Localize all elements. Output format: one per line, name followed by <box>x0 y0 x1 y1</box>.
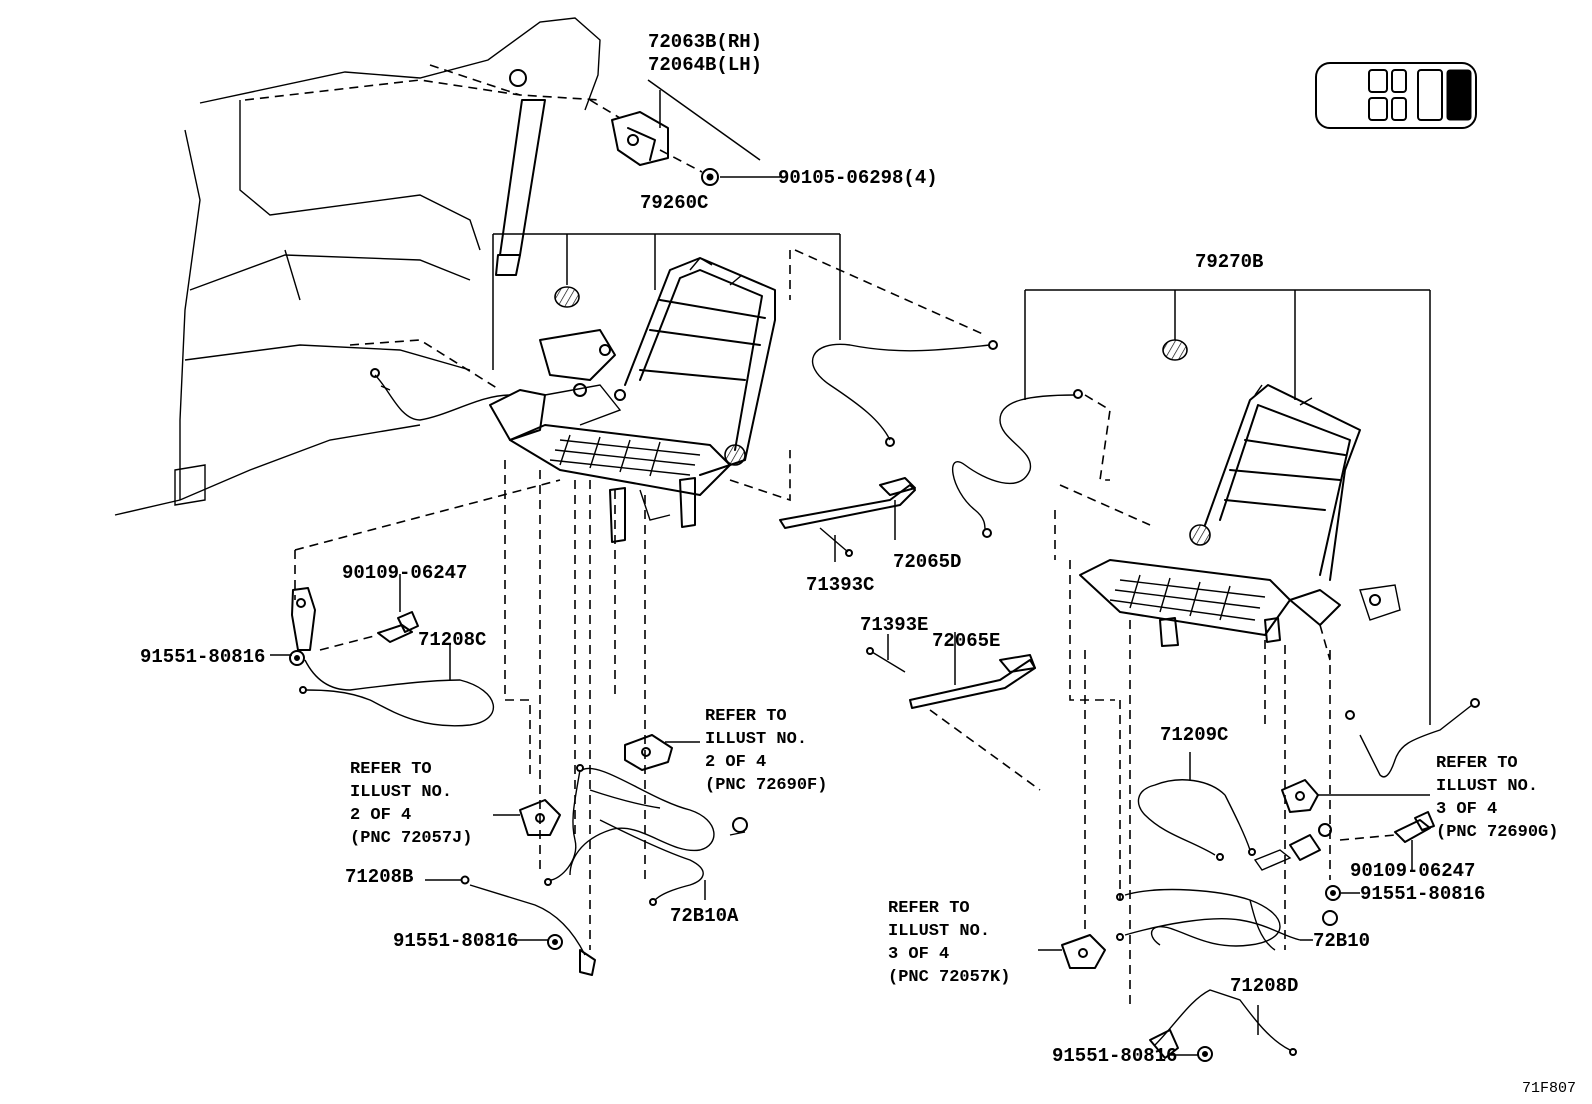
ref-72690F-line4: (PNC 72690F) <box>705 776 827 795</box>
label-71208D: 71208D <box>1230 975 1298 997</box>
diagram-code: 71F807 <box>1522 1080 1576 1097</box>
label-90109-06247-right: 90109-06247 <box>1350 860 1475 882</box>
ref-72690G-line1: REFER TO <box>1436 754 1518 773</box>
label-79270B: 79270B <box>1195 251 1263 273</box>
screw-91551-80816-left-upper <box>289 650 305 666</box>
cable-71208B <box>425 875 596 976</box>
label-79260C: 79260C <box>640 192 708 214</box>
vehicle-body-outline <box>114 17 601 516</box>
label-72B10A: 72B10A <box>670 905 739 927</box>
ref-72057K-line4: (PNC 72057K) <box>888 968 1010 987</box>
seat-rail-72065D <box>779 477 916 540</box>
screw-91551-80816-right-upper <box>1325 885 1360 901</box>
clip-left-harness-icon <box>729 817 748 836</box>
cable-71208C <box>299 645 495 727</box>
cable-71209C <box>1137 752 1256 861</box>
assembly-guide-lines-left <box>294 249 986 950</box>
ref-72057J-line4: (PNC 72057J) <box>350 829 472 848</box>
label-72065D: 72065D <box>893 551 961 573</box>
bolt-90105-06298 <box>659 149 780 186</box>
label-72065E: 72065E <box>932 630 1000 652</box>
ref-72057J-line2: ILLUST NO. <box>350 783 452 802</box>
label-91551-80816-right-lower: 91551-80816 <box>1052 1045 1177 1067</box>
vehicle-seat-locator-icon <box>1315 62 1477 129</box>
seat-cable-upper-center <box>811 340 998 447</box>
ref-72690F-line3: 2 OF 4 <box>705 753 766 772</box>
ref-72057K-line1: REFER TO <box>888 899 970 918</box>
label-71209C: 71209C <box>1160 724 1228 746</box>
ref-72057J-line1: REFER TO <box>350 760 432 779</box>
seat-frame-right <box>1024 289 1431 725</box>
seat-frame-left <box>489 233 841 543</box>
label-91551-80816-left-lower: 91551-80816 <box>393 930 518 952</box>
label-72063B: 72063B(RH) <box>648 31 762 53</box>
seat-cable-upper-right <box>951 389 1083 538</box>
wire-harness-72B10 <box>1116 888 1313 951</box>
bracket-72690F <box>624 734 700 771</box>
label-91551-80816-right-upper: 91551-80816 <box>1360 883 1485 905</box>
ref-72690G-line2: ILLUST NO. <box>1436 777 1538 796</box>
ref-72690F-line1: REFER TO <box>705 707 787 726</box>
bracket-lever-left <box>270 587 316 656</box>
seat-hinge-bracket <box>589 79 761 166</box>
ref-72690G-line3: 3 OF 4 <box>1436 800 1497 819</box>
bracket-72057J <box>493 799 561 836</box>
seat-latch-mechanism-right <box>1253 823 1332 871</box>
cable-71208D <box>1149 989 1297 1059</box>
ref-72690F-line2: ILLUST NO. <box>705 730 807 749</box>
label-71393E: 71393E <box>860 614 928 636</box>
seat-rail-72065E <box>909 632 1036 709</box>
ref-72057J-line3: 2 OF 4 <box>350 806 411 825</box>
label-90109-06247-left: 90109-06247 <box>342 562 467 584</box>
grommet-right-icon <box>1162 339 1188 361</box>
seat-belt-pillar <box>495 69 546 276</box>
label-90105-06298: 90105-06298(4) <box>778 167 938 189</box>
guide-line-rail <box>929 709 1041 791</box>
screw-91551-80816-right-lower <box>1170 1046 1213 1062</box>
label-71208C: 71208C <box>418 629 486 651</box>
grommet-left-icon <box>554 286 580 308</box>
label-72064B: 72064B(LH) <box>648 54 762 76</box>
label-71393C: 71393C <box>806 574 874 596</box>
label-72B10: 72B10 <box>1313 930 1370 952</box>
screw-91551-80816-left-lower <box>515 934 563 950</box>
assembly-guide-lines-right <box>1054 394 1331 1010</box>
wire-harness-72B10A <box>544 764 715 906</box>
label-71208B: 71208B <box>345 866 413 888</box>
bracket-72690G <box>1281 779 1430 813</box>
ref-72690G-line4: (PNC 72690G) <box>1436 823 1558 842</box>
bolt-90109-06247-right <box>1339 811 1435 870</box>
bolt-90109-06247-left <box>319 574 419 651</box>
clip-right-harness-icon <box>1322 910 1338 926</box>
spring-71393C <box>819 527 853 562</box>
ref-72057K-line2: ILLUST NO. <box>888 922 990 941</box>
bracket-72057K <box>1038 934 1106 969</box>
label-91551-80816-left-upper: 91551-80816 <box>140 646 265 668</box>
seat-cable-side-right <box>1345 698 1480 778</box>
seat-cable-upper-left <box>370 368 511 421</box>
spring-71393E <box>866 634 906 673</box>
ref-72057K-line3: 3 OF 4 <box>888 945 949 964</box>
